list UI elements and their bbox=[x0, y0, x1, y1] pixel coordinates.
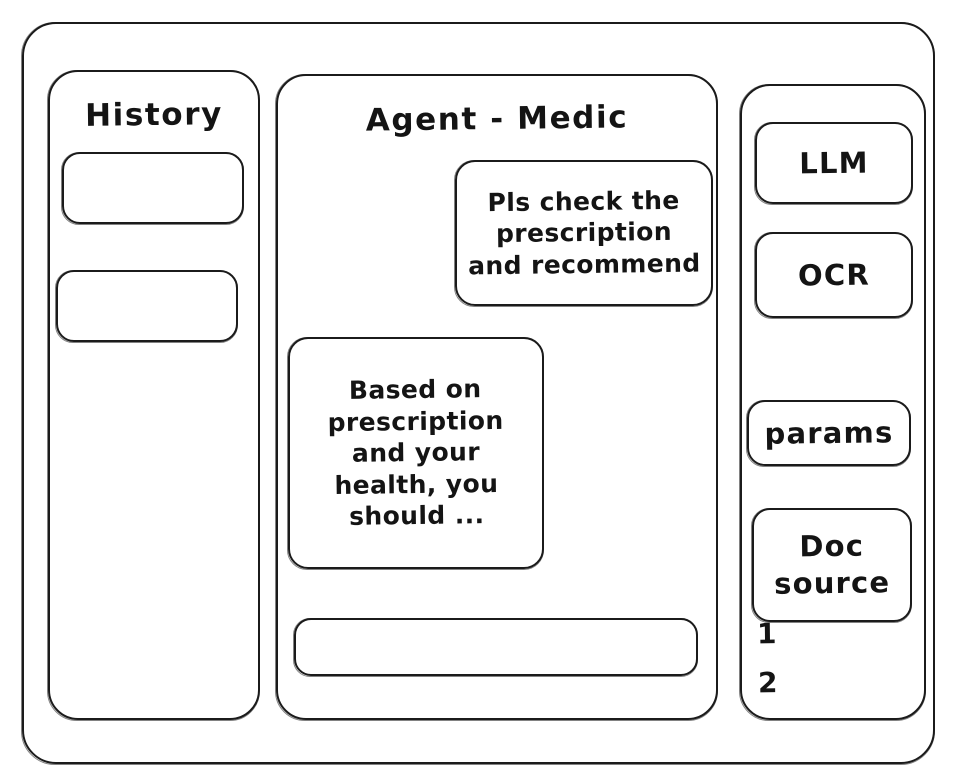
doc-source-item-2[interactable]: 2 bbox=[757, 666, 779, 700]
history-item-1-label bbox=[62, 151, 245, 225]
tool-card-ocr-label: OCR bbox=[797, 257, 871, 293]
tool-card-llm-label: LLM bbox=[799, 145, 869, 181]
doc-source-item-1[interactable]: 1 bbox=[756, 617, 778, 651]
agent-panel-title: Agent - Medic bbox=[365, 99, 629, 139]
history-item-2-label bbox=[56, 269, 239, 343]
tool-card-doc-source-label: Doc source bbox=[773, 529, 891, 601]
history-panel-title: History bbox=[84, 96, 224, 134]
composer-input[interactable] bbox=[293, 618, 698, 677]
tool-card-params-label: params bbox=[764, 414, 894, 451]
message-text-assistant: Based on prescription and your health, y… bbox=[327, 374, 504, 532]
message-text-user: Pls check the prescription and recommend bbox=[467, 185, 701, 281]
